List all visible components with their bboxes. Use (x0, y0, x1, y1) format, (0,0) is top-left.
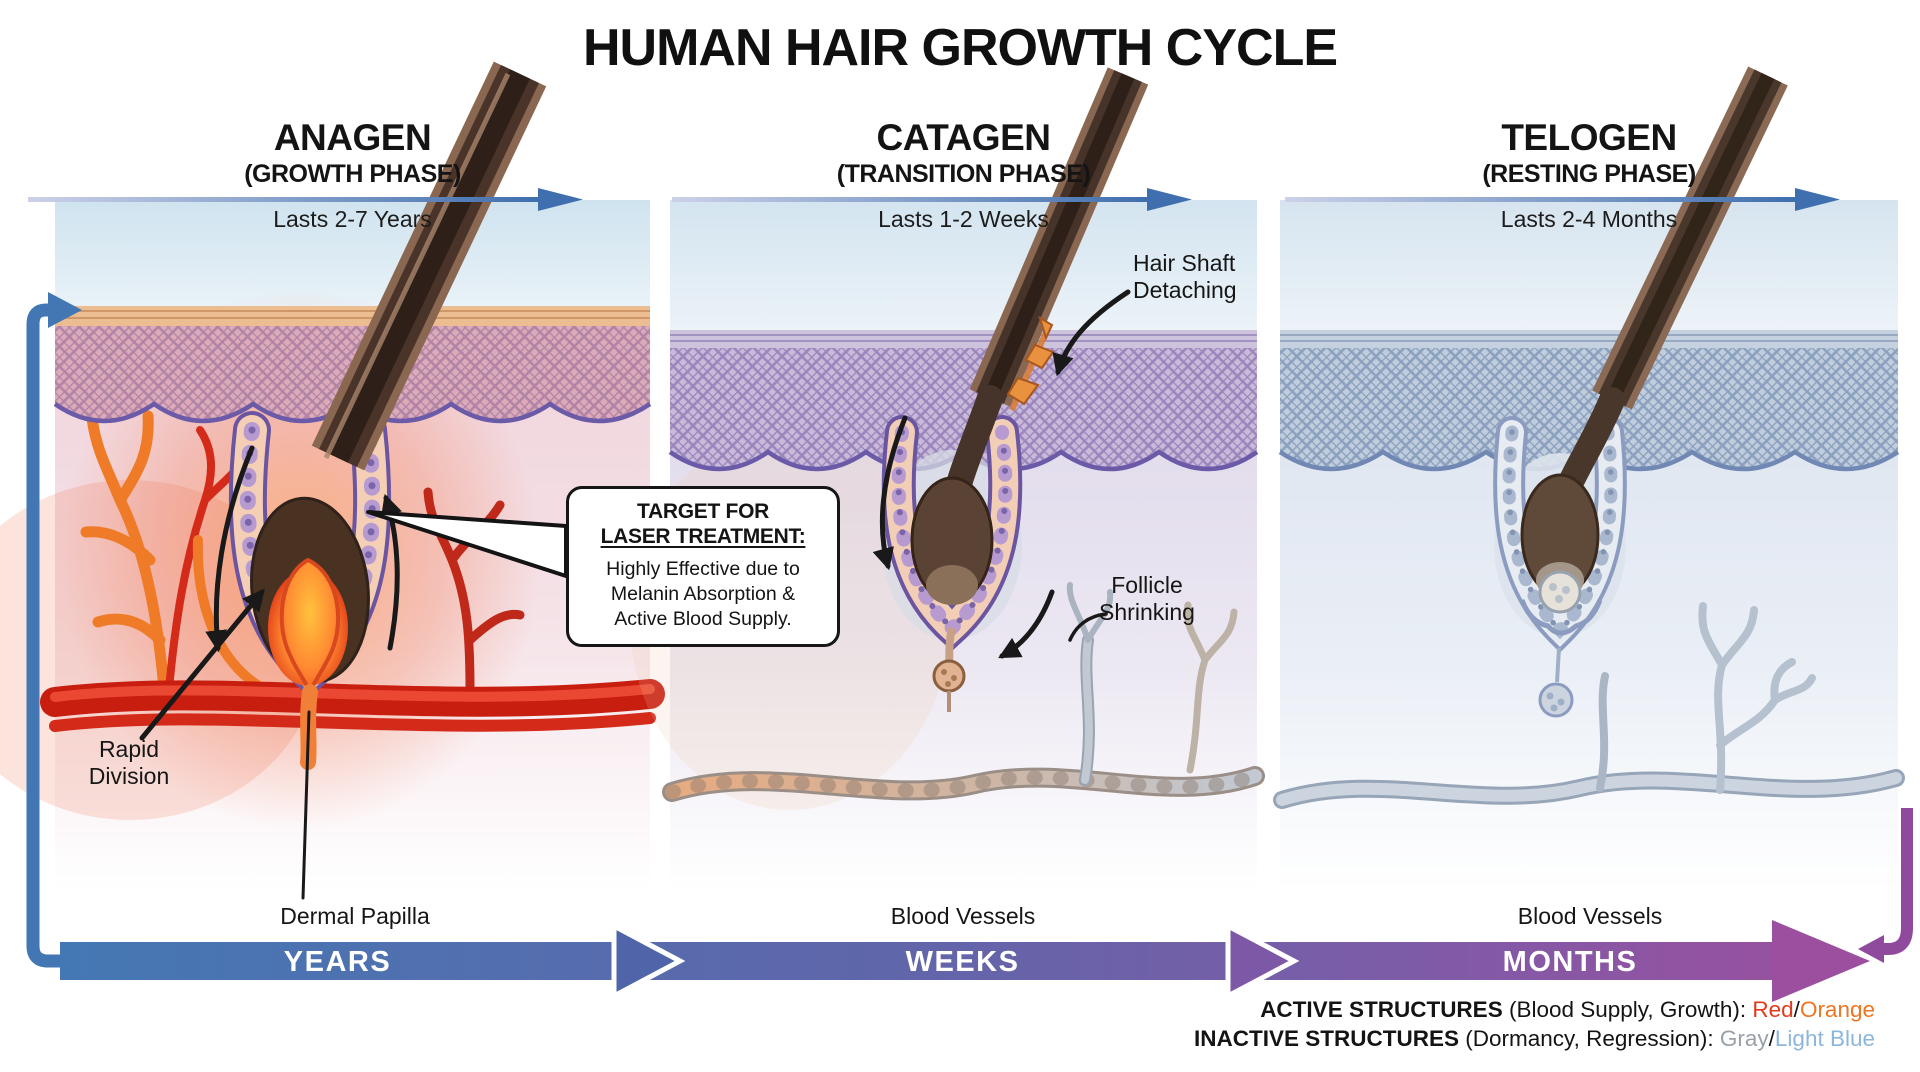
telogen-panel-illustration (1273, 66, 1905, 890)
dermal-papilla-label: Dermal Papilla (280, 903, 430, 929)
timeline-arrow (60, 920, 1870, 1002)
catagen-subtitle: (TRANSITION PHASE) (836, 160, 1091, 188)
callout-title-line1: TARGET FOR (637, 500, 769, 523)
anagen-hair-shaft (250, 61, 547, 770)
legend-inactive-color1: Gray (1719, 1026, 1769, 1051)
legend-active-label: ACTIVE STRUCTURES (1260, 997, 1503, 1022)
timeline-label-months: MONTHS (1502, 946, 1638, 978)
loop-arrowhead-icon (48, 292, 82, 328)
telogen-duration: Lasts 2-4 Months (1500, 206, 1678, 232)
catagen-header: CATAGEN (TRANSITION PHASE) (670, 117, 1257, 189)
legend-active-color2: Orange (1799, 997, 1875, 1022)
callout-title-line2: LASER TREATMENT: (600, 525, 806, 548)
timeline-end-arrow-icon (1772, 920, 1870, 1002)
blood-vessels-label-catagen: Blood Vessels (890, 903, 1036, 929)
callout-body-line1: Highly Effective due to (606, 558, 800, 580)
follicle-shrinking-label: Follicle Shrinking (1099, 572, 1195, 625)
anagen-subtitle: (GROWTH PHASE) (244, 160, 461, 188)
anagen-header: ANAGEN (GROWTH PHASE) (55, 117, 650, 189)
cycle-loop-right (1858, 808, 1913, 963)
legend-inactive-color2: Light Blue (1774, 1026, 1875, 1051)
cycle-loop-left (26, 292, 82, 968)
timeline-chevron-1-icon (611, 921, 686, 1001)
telogen-header: TELOGEN (RESTING PHASE) (1280, 117, 1898, 189)
page-title: HUMAN HAIR GROWTH CYCLE (582, 19, 1338, 77)
blood-vessels-label-telogen: Blood Vessels (1517, 903, 1663, 929)
catagen-blood-vessels (662, 582, 1265, 802)
anagen-panel-illustration (0, 61, 665, 900)
catagen-rule-arrow-icon (1147, 188, 1192, 211)
catagen-hair-shaft (910, 67, 1149, 605)
timeline-label-weeks: WEEKS (905, 946, 1020, 978)
hair-shaft-detaching-label: Hair Shaft Detaching (1133, 250, 1237, 303)
telogen-blood-vessels (1273, 602, 1905, 809)
catagen-duration: Lasts 1-2 Weeks (878, 206, 1049, 232)
legend-inactive-label: INACTIVE STRUCTURES (1193, 1026, 1459, 1051)
hook-arrowhead-icon (1858, 935, 1884, 963)
anagen-annotation-arrows (139, 445, 402, 900)
telogen-hair-shaft (1519, 66, 1788, 636)
legend-active-desc: (Blood Supply, Growth): (1502, 997, 1753, 1022)
legend-active-color1: Red (1752, 997, 1794, 1022)
rapid-division-label: Rapid Division (88, 736, 170, 789)
timeline-label-years: YEARS (283, 946, 392, 978)
telogen-follicle (1493, 416, 1627, 653)
phase-rule-arrows (28, 188, 1840, 211)
legend-active-line: ACTIVE STRUCTURES (Blood Supply, Growth)… (900, 995, 1875, 1024)
catagen-name: CATAGEN (876, 117, 1051, 158)
catagen-annotation-arrows (872, 289, 1131, 659)
legend-active-sep: / (1793, 997, 1800, 1022)
telogen-name: TELOGEN (1501, 117, 1677, 158)
timeline-chevron-2-icon (1225, 921, 1300, 1001)
anagen-name: ANAGEN (273, 117, 432, 158)
telogen-rule-arrow-icon (1795, 188, 1840, 211)
laser-treatment-callout: TARGET FOR LASER TREATMENT: Highly Effec… (566, 486, 840, 647)
color-legend: ACTIVE STRUCTURES (Blood Supply, Growth)… (900, 995, 1875, 1053)
callout-body-line3: Active Blood Supply. (614, 608, 792, 630)
anagen-duration: Lasts 2-7 Years (273, 206, 432, 232)
legend-inactive-desc: (Dormancy, Regression): (1458, 1026, 1720, 1051)
legend-inactive-sep: / (1768, 1026, 1775, 1051)
telogen-subtitle: (RESTING PHASE) (1482, 160, 1696, 188)
legend-inactive-line: INACTIVE STRUCTURES (Dormancy, Regressio… (900, 1024, 1875, 1053)
callout-body-line2: Melanin Absorption & (610, 583, 796, 605)
anagen-rule-arrow-icon (538, 188, 583, 211)
